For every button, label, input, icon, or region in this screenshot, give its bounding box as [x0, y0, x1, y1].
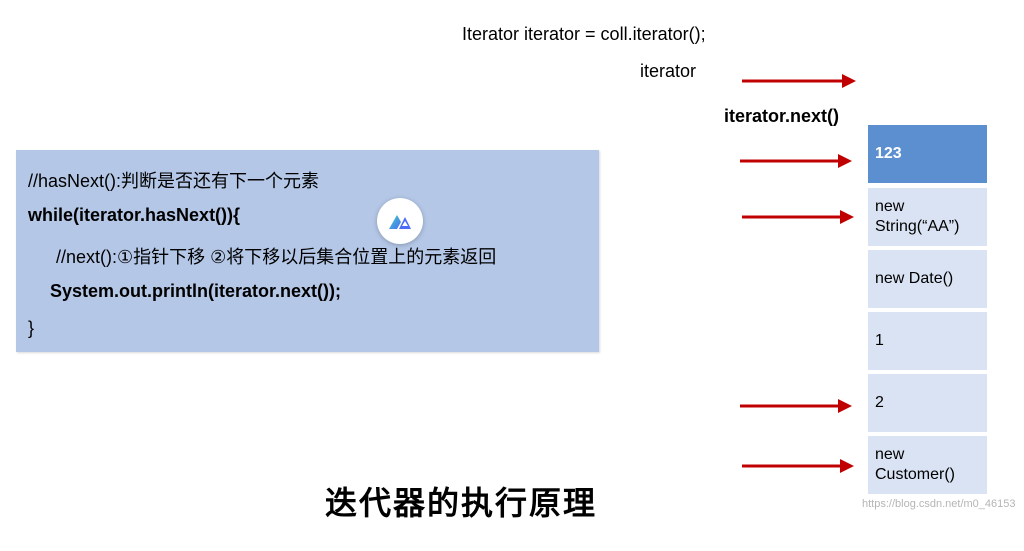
collection-element-1: 1	[868, 312, 987, 370]
code-comment-next: //next():①指针下移 ②将下移以后集合位置上的元素返回	[56, 247, 497, 267]
code-while-loop: while(iterator.hasNext()){	[28, 205, 241, 225]
iterator-label: iterator	[640, 61, 697, 81]
collection-element-customer: new Customer()	[868, 436, 987, 494]
code-closing-brace: }	[28, 318, 35, 338]
diagram-caption: 迭代器的执行原理	[325, 484, 598, 522]
code-block: //hasNext():判断是否还有下一个元素 while(iterator.h…	[16, 150, 599, 352]
arrow-element-5	[740, 399, 852, 413]
watermark: https://blog.csdn.net/m0_46153	[862, 498, 1016, 510]
code-println: System.out.println(iterator.next());	[50, 281, 342, 301]
collection-element-string: new String(“AA”)	[868, 188, 987, 246]
logo-icon	[389, 215, 411, 229]
collection-element-date: new Date()	[868, 250, 987, 308]
iterator-next-label: iterator.next()	[724, 106, 840, 126]
arrow-element-6	[742, 459, 854, 473]
collection-element-2: 2	[868, 374, 987, 432]
arrow-element-2	[742, 210, 854, 224]
collection-element-123: 123	[868, 125, 987, 183]
arrow-element-1	[740, 154, 852, 168]
arrow-iterator-start	[742, 74, 856, 88]
app-logo-badge[interactable]	[377, 198, 423, 244]
iterator-declaration: Iterator iterator = coll.iterator();	[462, 24, 706, 44]
code-comment-hasnext: //hasNext():判断是否还有下一个元素	[28, 171, 320, 191]
